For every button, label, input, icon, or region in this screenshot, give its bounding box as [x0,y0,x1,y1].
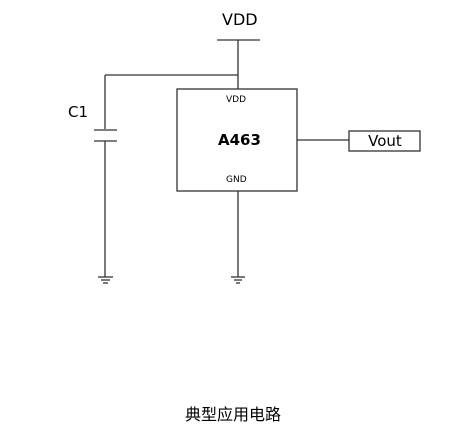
capacitor-label: C1 [68,103,89,121]
chip-pin-gnd-label: GND [226,175,247,185]
vout-box [348,130,421,152]
supply-label: VDD [222,10,258,29]
chip-ground-symbol [231,276,245,284]
chip-name: A463 [218,131,261,149]
c1-ground-symbol [98,276,113,284]
chip-pin-vdd-label: VDD [226,95,247,105]
output-label: Vout [368,132,402,150]
diagram-caption: 典型应用电路 [184,405,281,424]
